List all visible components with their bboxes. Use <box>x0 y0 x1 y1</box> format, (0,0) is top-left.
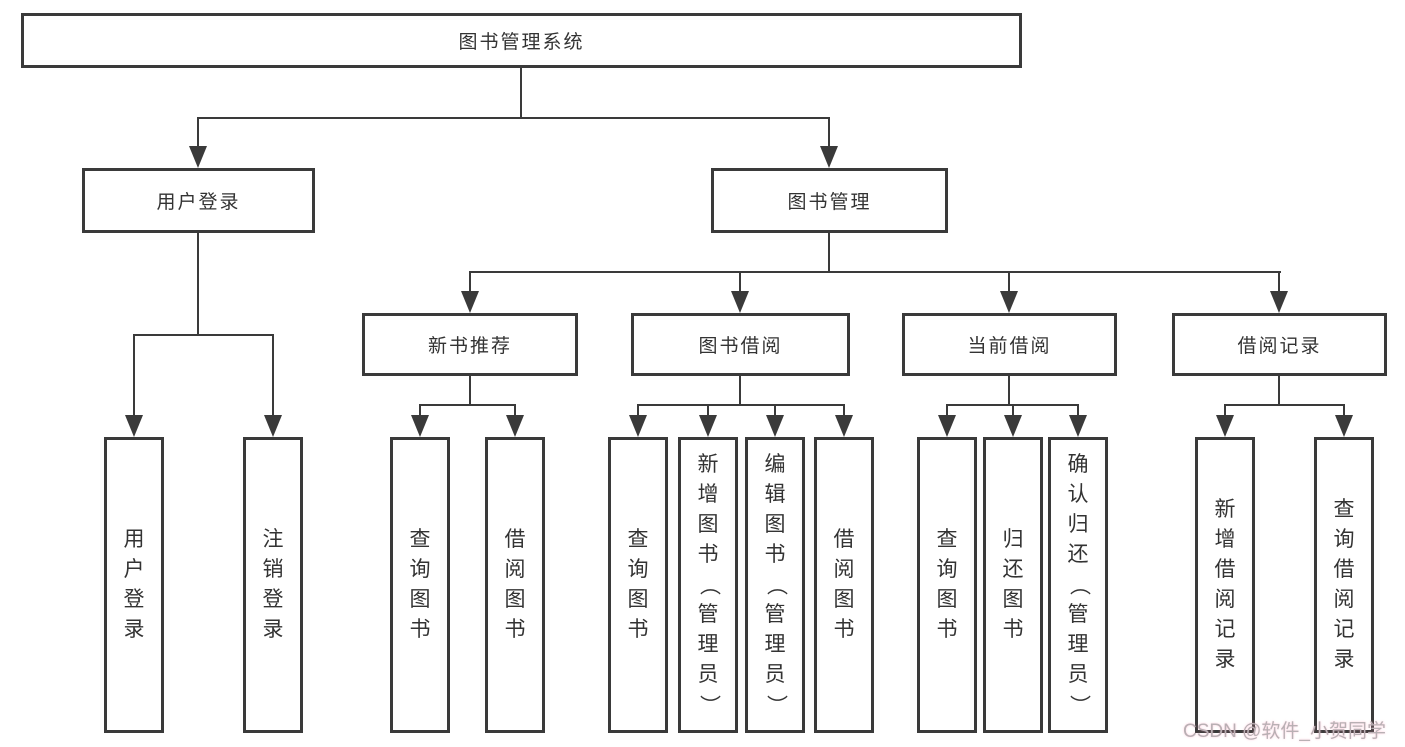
arrow-leaf <box>1004 415 1022 437</box>
arrow-leaf <box>699 415 717 437</box>
leaf-borrow-books-rec: 借阅图书 <box>485 437 545 733</box>
connector-to-book-borrow <box>739 271 741 291</box>
node-root: 图书管理系统 <box>21 13 1022 68</box>
leaf-borrow-books-label: 借阅图书 <box>833 528 855 641</box>
connector-user-login-stem <box>197 233 199 335</box>
connector-root-branch <box>197 117 830 119</box>
connector-book-borrow-branch <box>637 404 845 406</box>
arrow-to-user-login <box>189 146 207 168</box>
node-book-mgmt: 图书管理 <box>711 168 948 233</box>
leaf-query-books: 查询图书 <box>608 437 668 733</box>
connector-user-login-branch <box>133 334 274 336</box>
leaf-query-books-rec-label: 查询图书 <box>409 528 431 641</box>
node-root-label: 图书管理系统 <box>458 32 585 53</box>
leaf-confirm-return-admin-label: 确认归还（管理员） <box>1067 453 1090 716</box>
arrow-to-book-mgmt <box>820 146 838 168</box>
node-user-login: 用户登录 <box>82 168 315 233</box>
leaf-borrow-books-rec-label: 借阅图书 <box>504 528 526 641</box>
csdn-watermark: CSDN @软件_小贺同学 <box>1183 721 1386 742</box>
arrow-leaf <box>506 415 524 437</box>
leaf-query-books-label: 查询图书 <box>627 528 649 641</box>
connector-stub <box>514 404 516 415</box>
arrow-leaf <box>835 415 853 437</box>
connector-borrow-records-stem <box>1278 376 1280 405</box>
connector-stub <box>637 404 639 415</box>
leaf-query-current: 查询图书 <box>917 437 977 733</box>
connector-stub <box>1012 404 1014 415</box>
leaf-add-books-admin-label: 新增图书（管理员） <box>697 453 720 716</box>
leaf-query-books-rec: 查询图书 <box>390 437 450 733</box>
leaf-add-borrow-record-label: 新增借阅记录 <box>1214 498 1236 671</box>
connector-stub <box>419 404 421 415</box>
connector-to-new-book-rec <box>469 271 471 291</box>
arrow-to-new-book-rec <box>461 291 479 313</box>
arrow-to-book-borrow <box>731 291 749 313</box>
connector-new-book-rec-branch <box>419 404 516 406</box>
leaf-query-borrow-record: 查询借阅记录 <box>1314 437 1374 733</box>
arrow-leaf <box>938 415 956 437</box>
connector-book-borrow-stem <box>739 376 741 405</box>
leaf-logout: 注销登录 <box>243 437 303 733</box>
arrow-leaf <box>411 415 429 437</box>
node-user-login-label: 用户登录 <box>156 192 241 213</box>
arrow-leaf <box>1335 415 1353 437</box>
arrow-to-leaf-login <box>125 415 143 437</box>
leaf-add-books-admin: 新增图书（管理员） <box>678 437 738 733</box>
connector-to-leaf-login <box>133 334 135 415</box>
leaf-confirm-return-admin: 确认归还（管理员） <box>1048 437 1108 733</box>
arrow-leaf <box>766 415 784 437</box>
arrow-to-current-borrow <box>1000 291 1018 313</box>
leaf-borrow-books: 借阅图书 <box>814 437 874 733</box>
connector-stub <box>1343 404 1345 415</box>
connector-book-mgmt-branch <box>469 271 1281 273</box>
leaf-return-books: 归还图书 <box>983 437 1043 733</box>
connector-to-current-borrow <box>1008 271 1010 291</box>
leaf-return-books-label: 归还图书 <box>1002 528 1024 641</box>
connector-to-leaf-logout <box>272 334 274 415</box>
arrow-to-borrow-records <box>1270 291 1288 313</box>
node-borrow-records-label: 借阅记录 <box>1237 336 1322 357</box>
leaf-user-login-label: 用户登录 <box>123 528 145 641</box>
node-book-borrow: 图书借阅 <box>631 313 850 376</box>
arrow-leaf <box>1069 415 1087 437</box>
leaf-user-login: 用户登录 <box>104 437 164 733</box>
node-book-borrow-label: 图书借阅 <box>698 336 783 357</box>
connector-stub <box>774 404 776 415</box>
arrow-leaf <box>1216 415 1234 437</box>
node-borrow-records: 借阅记录 <box>1172 313 1387 376</box>
leaf-logout-label: 注销登录 <box>262 528 284 641</box>
leaf-add-borrow-record: 新增借阅记录 <box>1195 437 1255 733</box>
leaf-edit-books-admin: 编辑图书（管理员） <box>745 437 805 733</box>
node-current-borrow: 当前借阅 <box>902 313 1117 376</box>
connector-root-stem <box>520 68 522 118</box>
leaf-query-borrow-record-label: 查询借阅记录 <box>1333 498 1355 671</box>
connector-stub <box>843 404 845 415</box>
arrow-to-leaf-logout <box>264 415 282 437</box>
connector-stub <box>1224 404 1226 415</box>
connector-borrow-records-branch <box>1224 404 1345 406</box>
connector-to-user-login <box>197 117 199 146</box>
connector-to-borrow-records <box>1278 271 1280 291</box>
node-book-mgmt-label: 图书管理 <box>787 192 872 213</box>
leaf-query-current-label: 查询图书 <box>936 528 958 641</box>
connector-to-book-mgmt <box>828 117 830 146</box>
node-current-borrow-label: 当前借阅 <box>967 336 1052 357</box>
connector-stub <box>1077 404 1079 415</box>
leaf-edit-books-admin-label: 编辑图书（管理员） <box>764 453 787 716</box>
connector-stub <box>707 404 709 415</box>
connector-stub <box>946 404 948 415</box>
connector-current-borrow-stem <box>1008 376 1010 405</box>
arrow-leaf <box>629 415 647 437</box>
node-new-book-rec-label: 新书推荐 <box>427 336 512 357</box>
connector-book-mgmt-stem <box>828 233 830 272</box>
node-new-book-rec: 新书推荐 <box>362 313 578 376</box>
connector-new-book-rec-stem <box>469 376 471 405</box>
